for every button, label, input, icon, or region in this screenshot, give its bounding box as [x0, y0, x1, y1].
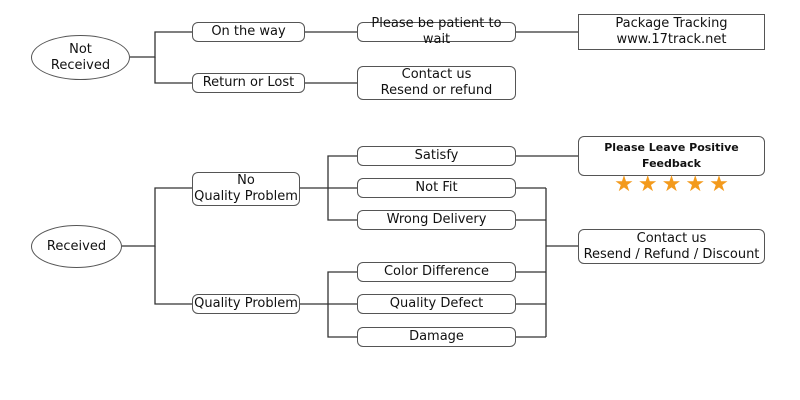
- node-label: www.17track.net: [616, 32, 727, 47]
- wrong-delivery-node: Wrong Delivery: [357, 210, 516, 230]
- node-label: No: [237, 173, 255, 188]
- not-received-node: Not Received: [31, 35, 130, 80]
- node-label: Quality Problem: [194, 189, 298, 204]
- connector: [130, 31, 192, 58]
- node-label: Resend / Refund / Discount: [583, 246, 760, 262]
- node-label: Color Difference: [383, 264, 490, 279]
- node-label: Damage: [409, 329, 464, 344]
- node-label: Not Fit: [415, 180, 458, 195]
- node-label: Quality Defect: [389, 296, 484, 311]
- package-tracking-node: Package Tracking www.17track.net: [578, 14, 765, 50]
- star-icon: ★: [614, 172, 634, 197]
- node-label: Package Tracking: [615, 16, 728, 31]
- connector: [327, 155, 357, 188]
- node-label: On the way: [211, 24, 286, 39]
- node-label: Quality Problem: [194, 296, 298, 311]
- star-icon: ★: [661, 172, 682, 197]
- quality-defect-node: Quality Defect: [357, 294, 516, 314]
- node-label: Not: [69, 41, 92, 57]
- node-label: Received: [46, 238, 107, 254]
- star-icon: ★: [637, 172, 658, 197]
- node-label: Received: [50, 57, 111, 73]
- node-label: Please be patient to wait: [371, 16, 502, 47]
- node-label: Satisfy: [414, 148, 459, 163]
- damage-node: Damage: [357, 327, 516, 347]
- satisfy-node: Satisfy: [357, 146, 516, 166]
- not-fit-node: Not Fit: [357, 178, 516, 198]
- received-node: Received: [31, 225, 122, 268]
- node-label: Wrong Delivery: [386, 212, 487, 227]
- connector: [122, 187, 192, 247]
- node-label: Resend or refund: [380, 83, 493, 98]
- node-label: Contact us: [401, 67, 472, 82]
- on-the-way-node: On the way: [192, 22, 305, 42]
- positive-feedback-node: Please Leave Positive Feedback ★★★★★: [578, 136, 765, 196]
- color-difference-node: Color Difference: [357, 262, 516, 282]
- node-label: Return or Lost: [202, 75, 295, 90]
- feedback-label: Please Leave Positive Feedback: [604, 141, 739, 170]
- rating-stars: ★★★★★: [614, 174, 729, 196]
- star-icon: ★: [685, 172, 706, 197]
- contact-resend-refund-discount-node: Contact us Resend / Refund / Discount: [578, 229, 765, 264]
- quality-problem-node: Quality Problem: [192, 294, 300, 314]
- connector: [154, 57, 192, 84]
- contact-resend-refund-node: Contact us Resend or refund: [357, 66, 516, 100]
- connector: [327, 188, 357, 221]
- no-quality-problem-node: No Quality Problem: [192, 172, 300, 206]
- star-icon: ★: [709, 172, 729, 197]
- connector: [327, 304, 357, 338]
- return-or-lost-node: Return or Lost: [192, 73, 305, 93]
- connector: [327, 271, 357, 304]
- node-label: Contact us: [636, 230, 707, 246]
- patient-wait-node: Please be patient to wait: [357, 16, 516, 47]
- connector: [154, 246, 192, 305]
